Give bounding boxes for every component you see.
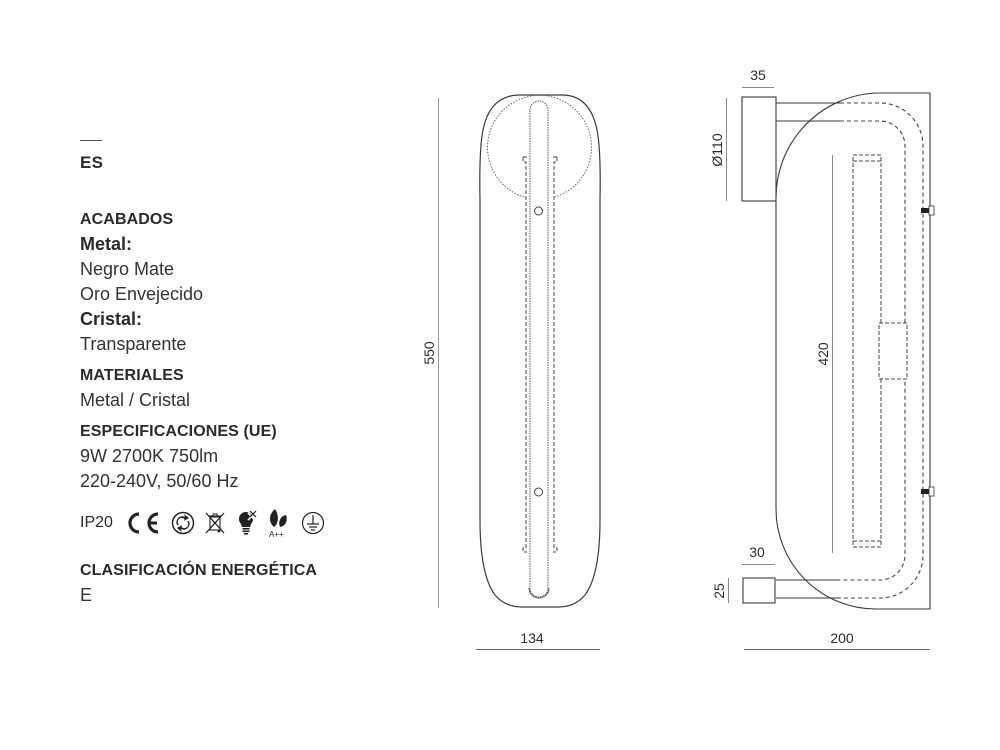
- finishes-heading: ACABADOS: [80, 211, 174, 228]
- glass-label: Cristal:: [80, 309, 143, 329]
- bracket-left: [522, 156, 527, 553]
- spec-voltage: 220-240V, 50/60 Hz: [80, 471, 239, 491]
- led-channel: [852, 154, 882, 548]
- bottom-mount-height-label: 25: [711, 583, 727, 599]
- set-screw-top: [921, 208, 929, 213]
- bulb-not-included-icon: [235, 510, 257, 536]
- top-wall-mount: [741, 96, 777, 202]
- wall-canopy-outline: [487, 94, 592, 198]
- bottom-wall-mount: [742, 577, 776, 604]
- inner-height-label: 420: [815, 342, 831, 366]
- tube-end-cap: [528, 587, 550, 599]
- front-view: 550 134: [421, 94, 601, 650]
- metal-label: Metal:: [80, 234, 133, 254]
- glass-side-profile: [775, 92, 931, 610]
- bottom-mount-depth-label: 30: [749, 544, 765, 560]
- materials-value: Metal / Cristal: [80, 390, 191, 410]
- weee-crossed-bin-icon: [204, 511, 226, 535]
- eco-leaf-icon: A++: [266, 508, 292, 538]
- screw-top: [534, 206, 543, 216]
- led-tube-outline: [529, 100, 549, 598]
- height-label: 550: [421, 341, 437, 365]
- divider: [80, 140, 102, 141]
- glass-option: Transparente: [80, 334, 187, 354]
- width-label: 134: [520, 630, 544, 646]
- language-label: ES: [80, 153, 104, 172]
- energy-class-heading: CLASIFICACIÓN ENERGÉTICA: [80, 562, 318, 579]
- earth-ground-icon: [301, 511, 325, 535]
- tube-path-outer: [840, 102, 924, 599]
- specifications-heading: ESPECIFICACIONES (UE): [80, 423, 277, 440]
- spec-power: 9W 2700K 750lm: [80, 446, 219, 466]
- svg-text:A++: A++: [269, 530, 284, 538]
- metal-option: Negro Mate: [80, 259, 175, 279]
- energy-class-value: E: [80, 585, 93, 605]
- set-screw-bottom: [921, 489, 929, 494]
- ce-mark-icon: [124, 511, 162, 535]
- certification-icons: IP20: [80, 508, 380, 538]
- side-view: 35 Ø110 420 30 25 200: [709, 67, 935, 650]
- metal-option: Oro Envejecido: [80, 284, 204, 304]
- total-depth-label: 200: [830, 630, 854, 646]
- top-mount-depth-label: 35: [750, 67, 766, 83]
- ip-rating: IP20: [80, 514, 113, 531]
- bracket-right: [553, 156, 558, 553]
- spec-panel: ES ACABADOS Metal: Negro Mate Oro Enveje…: [80, 140, 380, 608]
- top-mount-diameter-label: Ø110: [709, 133, 725, 166]
- glass-body-outline: [479, 94, 601, 608]
- materials-heading: MATERIALES: [80, 367, 184, 384]
- green-dot-recycling-icon: [171, 511, 195, 535]
- driver-box: [878, 322, 908, 380]
- screw-bottom: [534, 487, 543, 497]
